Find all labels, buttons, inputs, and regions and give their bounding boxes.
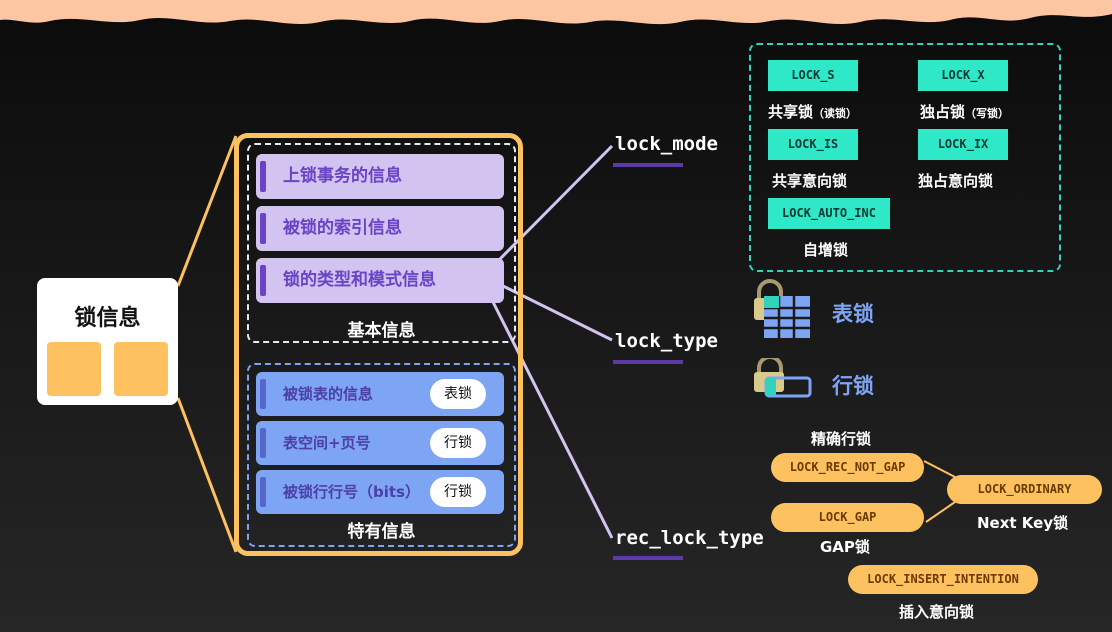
torn-paper-edge xyxy=(0,0,1112,25)
basic-item-transaction: 上锁事务的信息 xyxy=(256,154,504,199)
special-info-group xyxy=(247,363,516,547)
tag-lock-is: LOCK_IS xyxy=(768,129,858,160)
label-next-key-lock: Next Key锁 xyxy=(977,514,1069,532)
field-rec-lock-type-underline xyxy=(613,556,683,560)
field-lock-mode: lock_mode xyxy=(615,133,718,155)
special-info-label: 特有信息 xyxy=(347,522,416,542)
row-lock-icon xyxy=(754,358,812,398)
basic-info-label: 基本信息 xyxy=(347,321,416,341)
field-rec-lock-type: rec_lock_type xyxy=(615,527,764,549)
badge-row-lock-bits: 行锁 xyxy=(430,477,486,507)
badge-table-lock: 表锁 xyxy=(430,379,486,409)
tag-lock-auto-inc: LOCK_AUTO_INC xyxy=(768,198,890,229)
label-gap-lock: GAP锁 xyxy=(820,538,870,556)
label-auto-inc: 自增锁 xyxy=(803,241,849,259)
row-lock-label: 行锁 xyxy=(832,374,874,398)
basic-info-group xyxy=(247,143,516,343)
special-item-table: 被锁表的信息 表锁 xyxy=(256,372,504,416)
label-intention-shared: 共享意向锁 xyxy=(772,172,848,190)
tag-lock-ordinary: LOCK_ORDINARY xyxy=(947,475,1102,504)
label-exact-row-lock: 精确行锁 xyxy=(811,430,872,448)
field-lock-type: lock_type xyxy=(615,330,718,352)
tag-lock-ix: LOCK_IX xyxy=(918,129,1008,160)
info-block-left xyxy=(47,342,101,396)
label-shared-lock: 共享锁（读锁） xyxy=(768,103,858,121)
special-item-space-page: 表空间+页号 行锁 xyxy=(256,421,504,465)
label-insert-intention-lock: 插入意向锁 xyxy=(899,603,975,621)
lock-structure-frame xyxy=(234,133,523,556)
info-block-right xyxy=(114,342,168,396)
basic-item-index: 被锁的索引信息 xyxy=(256,206,504,251)
table-lock-icon xyxy=(754,279,810,338)
tag-lock-insert-intention: LOCK_INSERT_INTENTION xyxy=(848,565,1038,594)
lock-info-card: 锁信息 xyxy=(37,278,178,405)
table-lock-label: 表锁 xyxy=(832,302,874,326)
lock-mode-box xyxy=(749,43,1061,272)
special-item-row-bits: 被锁行行号（bits） 行锁 xyxy=(256,470,504,514)
label-intention-exclusive: 独占意向锁 xyxy=(918,172,994,190)
tag-lock-gap: LOCK_GAP xyxy=(771,503,924,532)
tag-lock-rec-not-gap: LOCK_REC_NOT_GAP xyxy=(771,453,924,482)
badge-row-lock: 行锁 xyxy=(430,428,486,458)
label-exclusive-lock: 独占锁（写锁） xyxy=(920,103,1010,121)
tag-lock-s: LOCK_S xyxy=(768,60,858,91)
field-lock-mode-underline xyxy=(613,163,683,167)
field-lock-type-underline xyxy=(613,360,683,364)
basic-item-type-mode: 锁的类型和模式信息 xyxy=(256,258,504,303)
lock-info-title: 锁信息 xyxy=(74,306,141,331)
tag-lock-x: LOCK_X xyxy=(918,60,1008,91)
